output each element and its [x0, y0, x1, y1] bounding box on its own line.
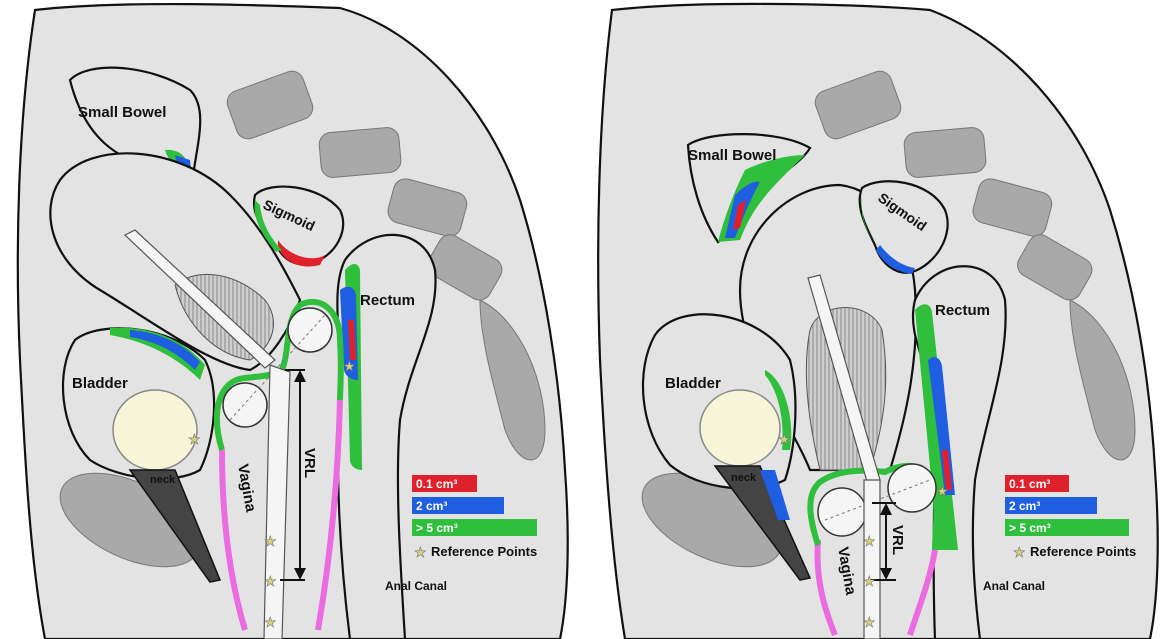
- right-legend-label-green: > 5 cm³: [1009, 521, 1051, 535]
- right-label-rectum: Rectum: [935, 302, 990, 319]
- left-ref-star-3: ★: [264, 533, 277, 549]
- right-label-bladder: Bladder: [665, 375, 721, 392]
- right-ref-star-4: ★: [863, 573, 876, 589]
- right-ref-star-1: ★: [778, 431, 791, 447]
- left-label-rectum: Rectum: [360, 292, 415, 309]
- left-legend-label-blue: 2 cm³: [416, 499, 447, 513]
- right-legend-label-blue: 2 cm³: [1009, 499, 1040, 513]
- left-bladder-balloon: [113, 390, 197, 470]
- right-label-anal-canal: Anal Canal: [983, 579, 1045, 593]
- right-vertebra-2: [903, 127, 987, 179]
- right-label-neck: neck: [731, 472, 757, 484]
- left-vertebra-2: [318, 127, 402, 179]
- left-ref-star-5: ★: [264, 614, 277, 630]
- left-ovoid-2: [288, 308, 332, 352]
- left-ref-star-2: ★: [343, 358, 356, 374]
- right-bladder-balloon: [700, 390, 780, 466]
- left-label-small-bowel: Small Bowel: [78, 104, 166, 121]
- left-label-bladder: Bladder: [72, 375, 128, 392]
- left-ref-star-4: ★: [264, 573, 277, 589]
- right-legend-label-ref: Reference Points: [1030, 544, 1136, 559]
- right-ovoid-1: [818, 488, 866, 536]
- left-legend-label-red: 0.1 cm³: [416, 477, 457, 491]
- right-label-vrl: VRL: [889, 525, 906, 555]
- right-ref-star-2: ★: [936, 483, 949, 499]
- right-ref-star-5: ★: [863, 614, 876, 630]
- right-ref-star-3: ★: [863, 533, 876, 549]
- left-legend-label-ref: Reference Points: [431, 544, 537, 559]
- left-ref-star-1: ★: [188, 431, 201, 447]
- right-panel: ★ ★ ★ ★ ★ Small Bowel Sigmoid Rectum Bla…: [598, 4, 1158, 639]
- left-panel: ★ ★ ★ ★ ★ Small Bowel Sigmoid Rectum Bla…: [18, 4, 568, 639]
- right-ovoid-2: [888, 464, 936, 512]
- right-legend-label-red: 0.1 cm³: [1009, 477, 1050, 491]
- left-legend-label-green: > 5 cm³: [416, 521, 458, 535]
- right-label-small-bowel: Small Bowel: [688, 147, 776, 164]
- left-ovoid-1: [223, 383, 267, 427]
- left-label-vrl: VRL: [301, 448, 318, 478]
- left-label-anal-canal: Anal Canal: [385, 579, 447, 593]
- right-legend-star: ★: [1013, 544, 1026, 560]
- left-legend-star: ★: [414, 544, 427, 560]
- left-label-neck: neck: [150, 474, 176, 486]
